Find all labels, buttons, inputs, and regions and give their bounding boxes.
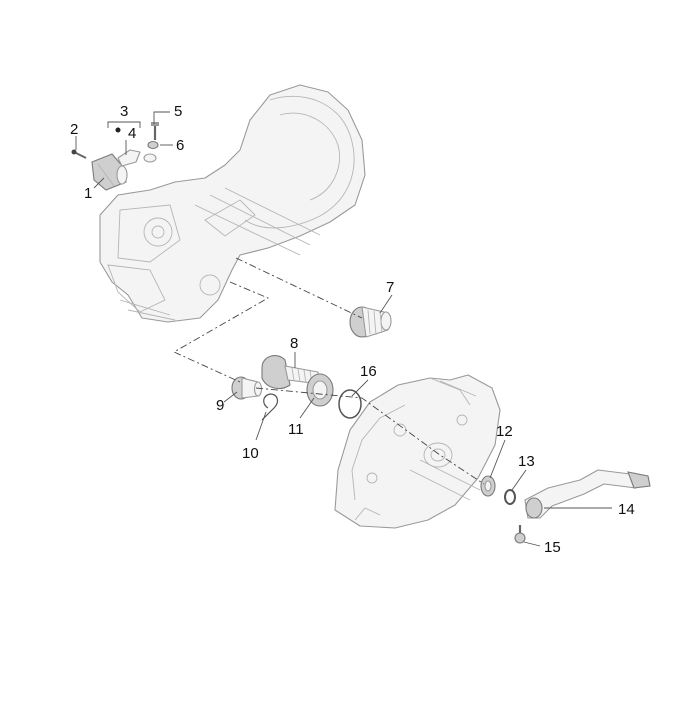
callout-labels: 1 2 3 4 5 6 7 8 9 10 11 12 13 14 15 16 xyxy=(70,103,635,556)
bracket-4 xyxy=(115,127,141,167)
callout-6: 6 xyxy=(176,137,184,154)
callout-1: 1 xyxy=(84,185,92,202)
callout-2: 2 xyxy=(70,121,78,138)
bolt-2 xyxy=(71,149,87,159)
crankcase-cover-right xyxy=(334,374,501,529)
callout-12: 12 xyxy=(496,423,513,440)
clip-10 xyxy=(261,393,279,421)
callout-15: 15 xyxy=(544,539,561,556)
leader-lines xyxy=(75,111,612,547)
callout-4: 4 xyxy=(128,125,136,142)
washer-6 xyxy=(143,140,159,163)
gear-7 xyxy=(349,306,392,338)
circlip-13 xyxy=(504,489,516,505)
callout-7: 7 xyxy=(386,279,394,296)
bearing-11 xyxy=(306,373,334,407)
callout-5: 5 xyxy=(174,103,182,120)
callout-8: 8 xyxy=(290,335,298,352)
seal-12 xyxy=(480,475,496,497)
callout-13: 13 xyxy=(518,453,535,470)
callout-14: 14 xyxy=(618,501,635,518)
gear-9 xyxy=(231,376,263,400)
o-ring-16 xyxy=(338,389,362,419)
bolt-15 xyxy=(514,525,526,544)
callout-10: 10 xyxy=(242,445,259,462)
kickstart-lever-14 xyxy=(524,469,651,519)
callout-16: 16 xyxy=(360,363,377,380)
crankcase-left xyxy=(99,84,366,323)
screw-5 xyxy=(151,122,159,140)
callout-9: 9 xyxy=(216,397,224,414)
callout-3: 3 xyxy=(120,103,128,120)
assembly-lines xyxy=(173,257,485,485)
callout-11: 11 xyxy=(288,421,304,438)
